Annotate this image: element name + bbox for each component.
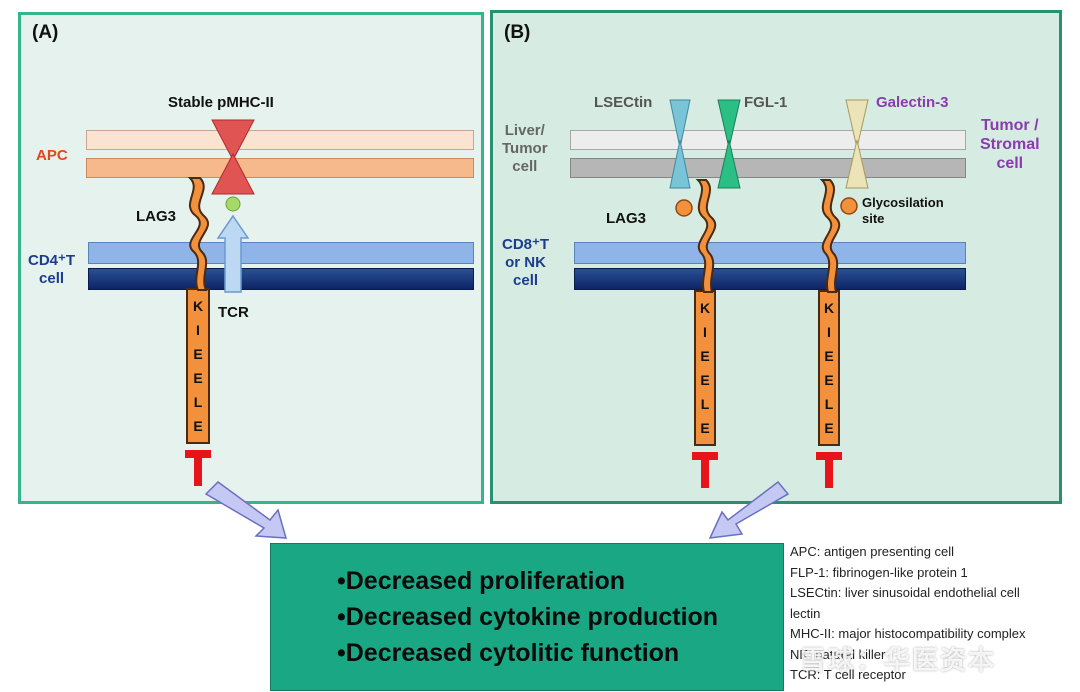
fgl1-icon (717, 99, 741, 189)
tcell-membrane-outer-a (88, 242, 474, 264)
tcell-membrane-outer-b (574, 242, 966, 264)
motif-letter: K (699, 300, 711, 316)
legend-item: FLP-1: fibrinogen-like protein 1 (790, 564, 968, 580)
inhibitory-t-icon-b1 (692, 452, 718, 488)
lag3-cytoplasmic-tail-b2: K I E E L E (818, 290, 840, 446)
outcome-proliferation: •Decreased proliferation (337, 567, 626, 595)
motif-letter: L (824, 396, 834, 412)
lag3-extracellular-a (187, 177, 209, 291)
lag3-cytoplasmic-tail-a: K I E E L E (186, 288, 210, 444)
peptide-icon (225, 196, 241, 212)
liver-tumor-cell-label: Liver/ Tumor cell (502, 122, 548, 176)
liver-membrane-outer (570, 130, 966, 150)
glycosylation-site-icon (840, 197, 858, 215)
legend-item: APC: antigen presenting cell (790, 544, 955, 559)
motif-letter: E (193, 418, 203, 434)
lag3-extracellular-b1 (695, 179, 717, 293)
motif-letter: E (193, 370, 203, 386)
motif-letter: L (700, 396, 710, 412)
inhibitory-t-icon-b2 (816, 452, 842, 488)
motif-letter: I (703, 324, 707, 340)
cd4-line-2: cell (39, 270, 65, 287)
lsectin-label: LSECtin (594, 94, 653, 111)
outcome-cytolitic: •Decreased cytolitic function (337, 639, 680, 667)
galectin3-icon (845, 99, 869, 189)
liver-membrane-inner (570, 158, 966, 178)
motif-letter: L (193, 394, 203, 410)
glyco-line-2: site (862, 210, 885, 226)
arrow-a-to-results-icon (204, 481, 288, 539)
tcr-icon (216, 214, 250, 293)
lag3-label-a: LAG3 (136, 208, 177, 225)
motif-letter: E (700, 348, 710, 364)
arrow-b-to-results-icon (708, 480, 790, 539)
cd8-line-1: CD8⁺T (502, 236, 550, 253)
panel-b-label: (B) (504, 22, 531, 43)
lag3-label-b: LAG3 (606, 210, 647, 227)
liver-line-3: cell (512, 158, 538, 175)
glycosilation-site-label: Glycosilation site (862, 195, 944, 226)
cd8-line-2: or NK (505, 254, 546, 271)
apc-membrane-inner (86, 158, 474, 178)
motif-letter: E (824, 348, 834, 364)
tumor-line-3: cell (996, 155, 1024, 173)
tcell-membrane-inner-a (88, 268, 474, 290)
tumor-stromal-cell-label: Tumor / Stromal cell (980, 116, 1040, 174)
motif-letter: E (700, 372, 710, 388)
watermark: 雪球：华医资本 (800, 645, 997, 675)
lsectin-icon (669, 99, 691, 189)
liver-line-1: Liver/ (504, 122, 545, 139)
motif-letter: E (824, 372, 834, 388)
legend-item: MHC-II: major histocompatibility complex (790, 626, 1026, 641)
liver-line-2: Tumor (502, 140, 548, 157)
tumor-line-1: Tumor / (981, 117, 1039, 134)
motif-letter: E (700, 420, 710, 436)
motif-letter: K (823, 300, 835, 316)
glycosylation-site-icon (675, 199, 693, 217)
apc-label: APC (36, 147, 68, 164)
lag3-cytoplasmic-tail-b1: K I E E L E (694, 290, 716, 446)
legend-item: LSECtin: liver sinusoidal endothelial ce… (790, 585, 1020, 600)
cd8-nk-cell-label: CD8⁺T or NK cell (502, 236, 549, 290)
tcell-membrane-inner-b (574, 268, 966, 290)
legend-item: lectin (790, 605, 821, 621)
inhibitory-t-icon-a (185, 450, 211, 486)
stable-pmhc-label: Stable pMHC-II (168, 94, 274, 111)
lag3-extracellular-b2 (819, 179, 841, 293)
motif-letter: I (196, 322, 200, 338)
cd4-line-1: CD4⁺T (28, 252, 76, 269)
glyco-line-1: Glycosilation (862, 195, 944, 210)
galectin3-label: Galectin-3 (876, 94, 949, 111)
motif-letter: E (193, 346, 203, 362)
cd8-line-3: cell (513, 272, 539, 289)
fgl1-label: FGL-1 (744, 94, 788, 111)
outcome-cytokine: •Decreased cytokine production (337, 603, 719, 631)
apc-membrane-outer (86, 130, 474, 150)
panel-a-label: (A) (32, 22, 59, 43)
outcome-box: •Decreased proliferation •Decreased cyto… (270, 543, 784, 691)
tcr-label: TCR (218, 304, 249, 321)
abbreviations-legend: APC: antigen presenting cell FLP-1: fibr… (790, 542, 1070, 686)
tumor-line-2: Stromal (980, 136, 1040, 154)
cd4-tcell-label: CD4⁺T cell (28, 252, 75, 288)
pmhc-ii-icon (211, 119, 255, 195)
legend-item: NK: natural killer (790, 646, 886, 662)
motif-letter: K (192, 298, 204, 314)
legend-item: TCR: T cell receptor (790, 667, 906, 682)
motif-letter: I (827, 324, 831, 340)
motif-letter: E (824, 420, 834, 436)
